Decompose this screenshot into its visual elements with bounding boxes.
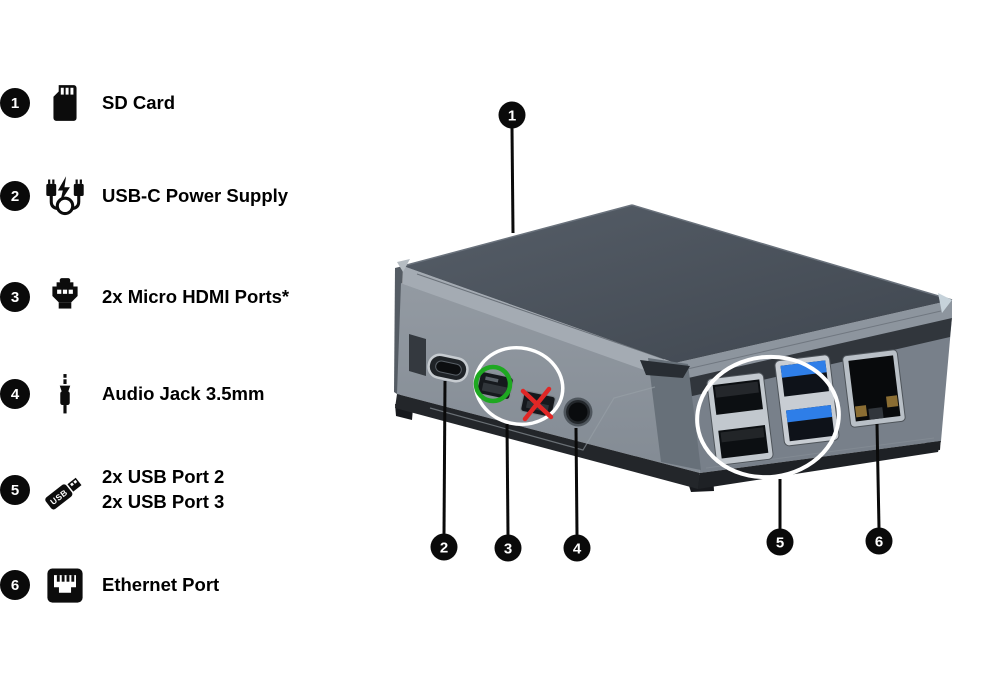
callout-number: 1: [508, 108, 516, 125]
legend-number-badge: 3: [0, 282, 30, 312]
usb-highlight-ellipse: [695, 354, 841, 480]
ethernet-gold-pin: [886, 395, 899, 408]
callout-circle: [498, 101, 526, 129]
case-left-notch: [409, 334, 426, 376]
legend-number-badge: 4: [0, 379, 30, 409]
lid-chamfer-front: [403, 266, 675, 381]
callout-circle: [494, 534, 522, 562]
callout-number: 2: [440, 540, 448, 557]
x-stroke: [522, 386, 552, 422]
legend-label: SD Card: [102, 91, 175, 113]
legend-item-audio-jack: 4 Audio Jack 3.5mm: [0, 364, 264, 424]
legend-label: USB-C Power Supply: [102, 184, 289, 206]
callout-1: 1: [498, 101, 526, 234]
legend-item-micro-hdmi: 3 2x Micro HDMI Ports*: [0, 267, 289, 327]
legend-item-usb-ports: 5 USB 2x USB Port 2 2x USB Port 3: [0, 460, 224, 520]
callout-6: 6: [865, 423, 893, 555]
sd-card-icon: [42, 82, 88, 124]
callout-circle: [766, 528, 794, 556]
micro-hdmi-port-1: [475, 370, 515, 401]
lid-seam: [416, 273, 665, 360]
case-corner-column: [648, 358, 701, 470]
lid-rear-edge: [631, 204, 953, 301]
legend-number: 1: [10, 94, 20, 112]
case-corner-cap: [640, 360, 690, 378]
micro-hdmi-icon: [42, 276, 88, 318]
callout-4: 4: [563, 427, 591, 562]
legend: 1 SD Card 2: [0, 0, 400, 681]
legend-number-badge: 1: [0, 88, 30, 118]
callout-circle: [430, 533, 458, 561]
legend-number: 4: [10, 385, 20, 403]
usb3-blue-tab: [780, 360, 827, 378]
legend-label: 2x Micro HDMI Ports*: [102, 285, 290, 307]
callout-circle: [563, 534, 591, 562]
audio-jack-icon: [42, 373, 88, 415]
case-bottom-edge: [395, 394, 700, 489]
case-front-face: [397, 283, 700, 473]
usb3-ports: [774, 354, 840, 447]
lid-seam: [682, 310, 942, 371]
usb-c-port: [427, 353, 469, 383]
legend-label: 2x USB Port 2 2x USB Port 3: [102, 466, 225, 512]
callout-2: 2: [430, 380, 458, 561]
right-panel-groove: [705, 437, 935, 469]
legend-number-badge: 6: [0, 570, 30, 600]
ethernet-icon: [42, 563, 88, 607]
usb-c-power-icon: [42, 174, 88, 218]
case-lid: [403, 205, 952, 363]
legend-number-badge: 2: [0, 181, 30, 211]
callout-number: 3: [504, 541, 512, 558]
lid-rear-edge: [402, 204, 633, 267]
callout-3: 3: [494, 423, 522, 562]
legend-number: 5: [10, 481, 20, 499]
legend-label: Ethernet Port: [102, 573, 220, 595]
legend-number: 3: [10, 288, 20, 306]
legend-item-usb-c-power: 2 USB-C Power Supply: [0, 166, 288, 226]
usb3-blue-tab: [786, 405, 833, 423]
lid-corner-chamfer: [397, 259, 410, 272]
wrong-port-x: [520, 386, 554, 422]
audio-jack-port: [563, 397, 593, 427]
legend-item-sd-card: 1 SD Card: [0, 73, 175, 133]
lid-corner-chamfer: [938, 293, 952, 313]
device-case: [394, 204, 953, 492]
legend-number: 2: [10, 187, 20, 205]
callout-number: 6: [875, 534, 883, 551]
callout-number: 4: [573, 541, 582, 558]
ethernet-port: [842, 349, 906, 428]
legend-number-badge: 5: [0, 475, 30, 505]
callout-5: 5: [766, 479, 794, 556]
callout-number: 5: [776, 535, 784, 552]
ethernet-gold-pin: [854, 405, 868, 418]
correct-port-circle: [473, 364, 513, 404]
usb2-ports: [706, 372, 774, 466]
legend-label: Audio Jack 3.5mm: [102, 382, 265, 404]
callout-circle: [865, 527, 893, 555]
legend-item-ethernet: 6 Ethernet Port: [0, 555, 219, 615]
usb-drive-icon: USB: [42, 466, 88, 514]
legend-number: 6: [10, 576, 20, 594]
